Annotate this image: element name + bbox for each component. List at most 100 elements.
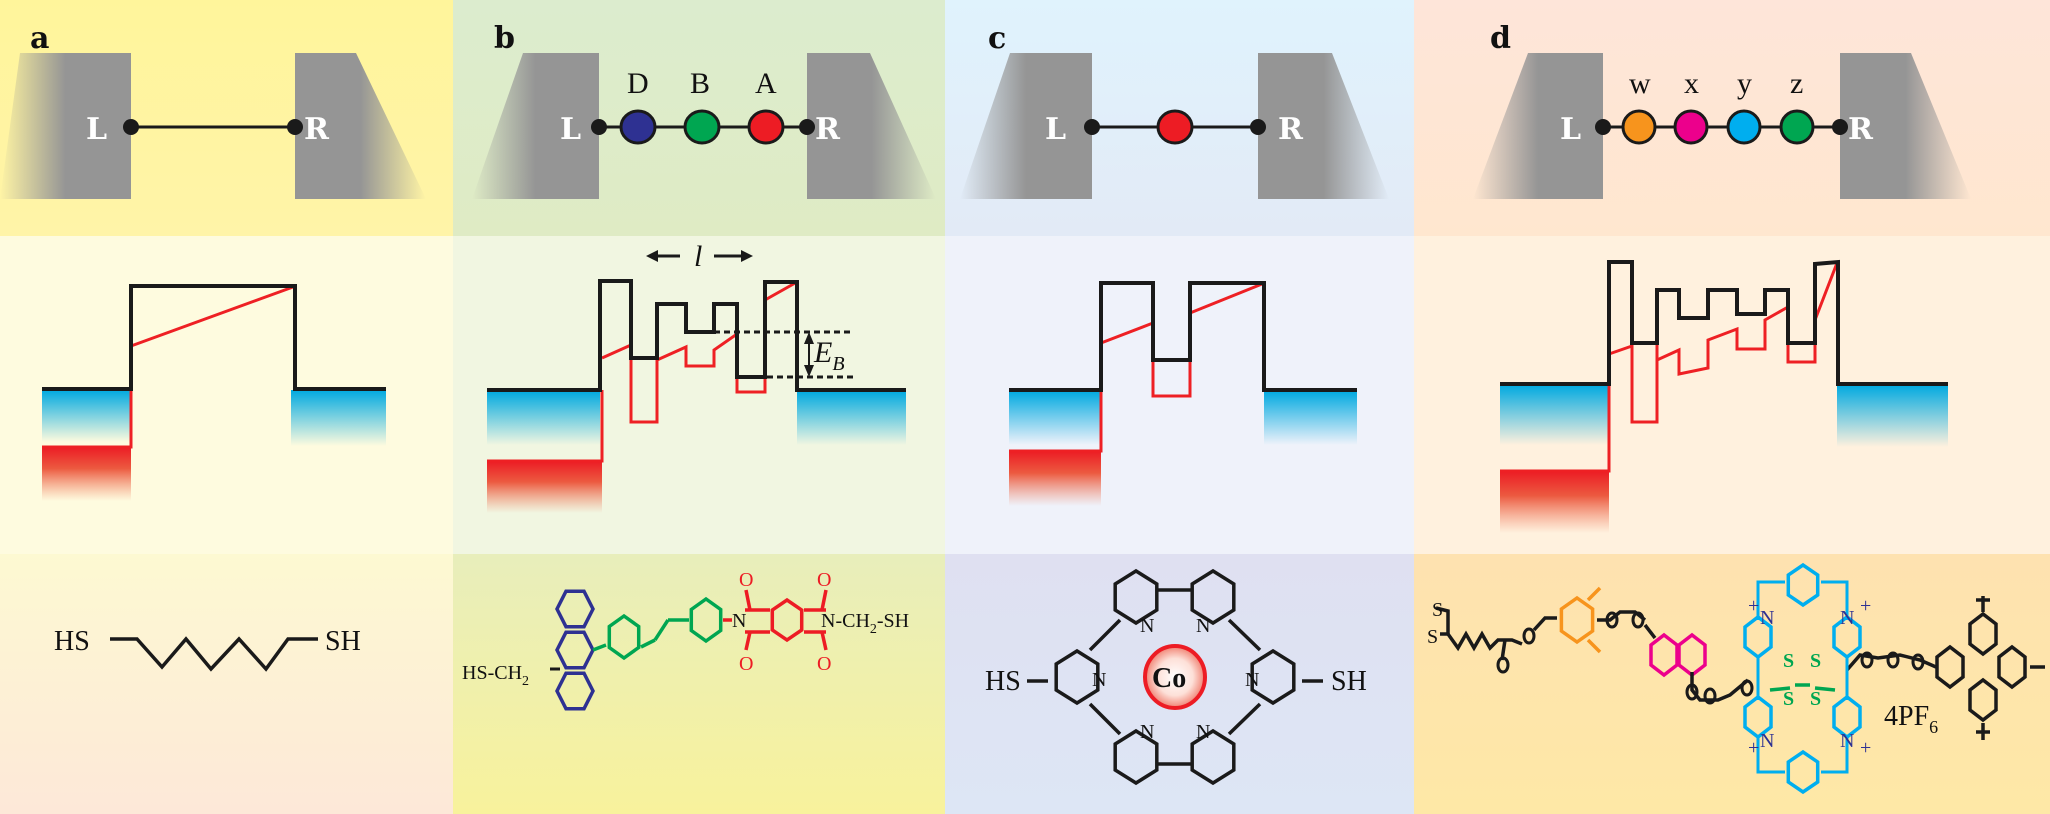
site-label-x: x bbox=[1684, 67, 1699, 100]
ring-shape bbox=[1997, 644, 2027, 690]
barrier-label: EB bbox=[813, 336, 845, 375]
ring-shape bbox=[1113, 728, 1159, 786]
bond-line bbox=[1227, 618, 1262, 652]
barrier-height-arrow bbox=[804, 332, 814, 377]
thiol-right-label: SH bbox=[325, 626, 361, 657]
panel-b-molecule: HS-CH2 N N-CH2-SH O O O O bbox=[462, 569, 909, 711]
ring-shape bbox=[1786, 749, 1820, 795]
ring-shape bbox=[555, 671, 595, 711]
pyridine-n: N bbox=[1245, 669, 1259, 691]
right-electrode bbox=[1840, 53, 1971, 199]
oxygen-label: O bbox=[739, 653, 753, 675]
bond-line bbox=[640, 638, 656, 649]
site-label-A: A bbox=[755, 67, 777, 100]
length-label: l bbox=[694, 240, 702, 273]
electrode-label-left: L bbox=[1045, 112, 1066, 147]
site-x bbox=[1673, 109, 1709, 145]
site-D bbox=[619, 109, 657, 145]
bond-line bbox=[1088, 618, 1122, 652]
site-w bbox=[1621, 109, 1657, 145]
bond-line bbox=[1088, 702, 1122, 736]
ring-group bbox=[555, 589, 828, 711]
site-label-D: D bbox=[627, 67, 649, 100]
pyridinium-n: N bbox=[1760, 607, 1774, 629]
bond-line bbox=[744, 589, 752, 611]
ttf-sulfur: S bbox=[1810, 650, 1821, 672]
bond-line bbox=[820, 589, 828, 611]
pyridine-n: N bbox=[1092, 669, 1106, 691]
imide-n-left: N bbox=[732, 610, 746, 632]
left-electrode bbox=[1473, 53, 1603, 199]
electrode-label-left: L bbox=[560, 112, 581, 147]
bond-line bbox=[820, 631, 828, 651]
right-electrode bbox=[1258, 53, 1389, 199]
thiol-right-label: SH bbox=[1331, 666, 1367, 697]
site-label-z: z bbox=[1790, 67, 1803, 100]
site-label-y: y bbox=[1737, 67, 1752, 100]
right-electrode bbox=[295, 53, 426, 199]
ring-shape bbox=[555, 630, 595, 670]
panel-d-molecule: S S N N N N + + + + S S S S 4PF6 bbox=[1427, 562, 2045, 795]
bond-line bbox=[1769, 686, 1791, 692]
ring-shape bbox=[555, 589, 595, 629]
electrode-label-left: L bbox=[86, 112, 107, 147]
pyridine-n: N bbox=[1140, 615, 1154, 637]
site-single bbox=[1156, 109, 1194, 145]
panel-a-junction: a L R bbox=[0, 21, 426, 199]
site-A bbox=[747, 109, 785, 145]
panel-b-junction: b D B A L R bbox=[472, 21, 936, 199]
ring-shape bbox=[1649, 632, 1679, 678]
sulfur-label: S bbox=[1432, 599, 1443, 621]
site-label-w: w bbox=[1629, 67, 1651, 100]
oxygen-label: O bbox=[817, 569, 831, 591]
ring-shape bbox=[1250, 648, 1296, 706]
pyridinium-n: N bbox=[1760, 730, 1774, 752]
charge-plus: + bbox=[1860, 595, 1871, 617]
bond-line bbox=[1814, 686, 1836, 692]
panel-label-c: c bbox=[988, 21, 1006, 56]
bond-line bbox=[1227, 702, 1262, 736]
panel-label-b: b bbox=[494, 21, 515, 56]
electrode-label-right: R bbox=[304, 112, 330, 147]
ring-shape bbox=[1113, 568, 1159, 626]
ring-shape bbox=[1935, 644, 1965, 690]
electrode-label-left: L bbox=[1560, 112, 1581, 147]
electrode-label-right: R bbox=[1848, 112, 1874, 147]
site-y bbox=[1726, 109, 1762, 145]
imide-n-right-label: N-CH2-SH bbox=[821, 610, 909, 637]
bond-line bbox=[744, 631, 752, 651]
counterion-label: 4PF6 bbox=[1884, 701, 1938, 737]
cobalt-label: Co bbox=[1152, 663, 1186, 694]
ttf-sulfur: S bbox=[1783, 688, 1794, 710]
ring-shape bbox=[770, 597, 804, 643]
charge-plus: + bbox=[1860, 737, 1871, 759]
thiomethyl-left-label: HS-CH2 bbox=[462, 662, 529, 689]
ring-shape bbox=[1786, 562, 1820, 608]
panel-a-molecule: HS SH bbox=[54, 626, 361, 672]
site-B bbox=[683, 109, 721, 145]
bond-line bbox=[653, 619, 670, 641]
site-z bbox=[1779, 109, 1815, 145]
panel-c-molecule: HS SH Co N N N N N N bbox=[985, 568, 1367, 786]
ring-group bbox=[1054, 568, 1296, 786]
sulfur-label: S bbox=[1427, 626, 1438, 648]
length-arrow bbox=[646, 250, 753, 262]
panel-c-junction: c L R bbox=[960, 21, 1389, 199]
panel-c-energy bbox=[1009, 281, 1357, 506]
panel-d-junction: d w x y z L R bbox=[1473, 21, 1971, 199]
ring-shape bbox=[1559, 595, 1595, 645]
pyridinium-n: N bbox=[1840, 607, 1854, 629]
pyridine-n: N bbox=[1140, 721, 1154, 743]
ring-shape bbox=[1190, 728, 1236, 786]
pyridine-n: N bbox=[1196, 721, 1210, 743]
left-electrode bbox=[472, 53, 599, 199]
panel-a-energy bbox=[42, 284, 386, 501]
cobalt-center bbox=[1143, 644, 1207, 710]
bond-line bbox=[1586, 586, 1602, 602]
pyridine-n: N bbox=[1196, 615, 1210, 637]
left-electrode bbox=[0, 53, 131, 199]
ring-shape bbox=[1190, 568, 1236, 626]
pyridinium-n: N bbox=[1840, 730, 1854, 752]
left-electrode bbox=[960, 53, 1092, 199]
